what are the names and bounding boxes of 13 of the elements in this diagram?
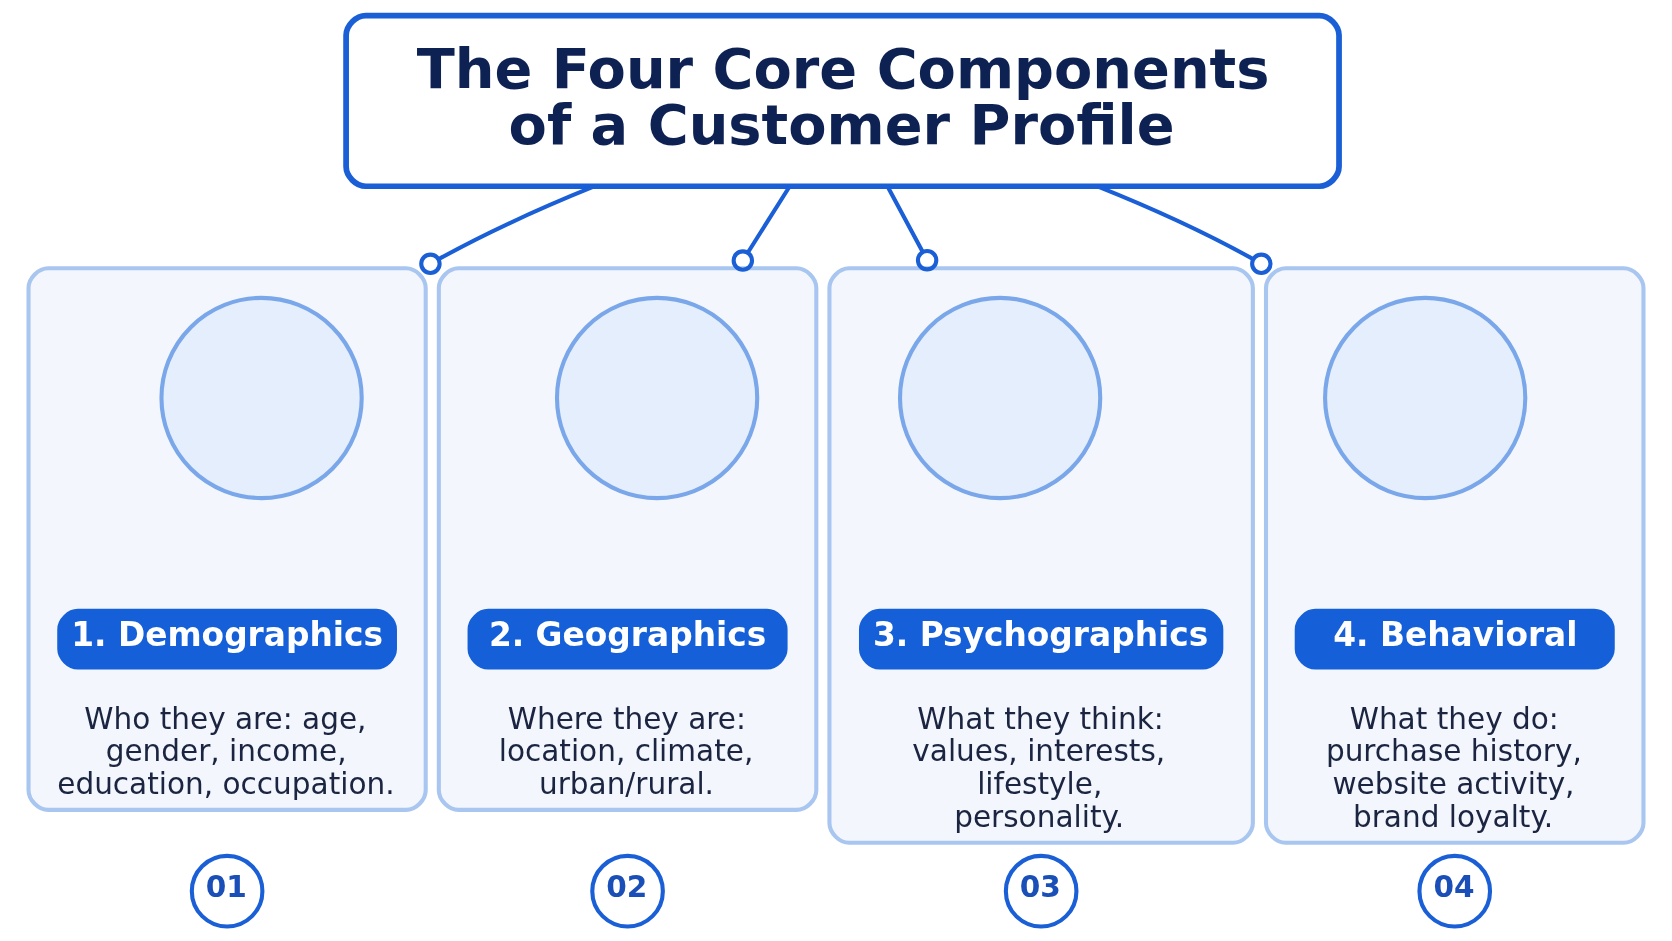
node-circle	[554, 295, 760, 500]
node-circle	[897, 295, 1103, 500]
node-box: 1. Demographics	[57, 608, 397, 670]
node-circle: 01	[189, 853, 265, 928]
node-circle: 04	[1417, 853, 1493, 928]
node-box: The Four Core Components of a Customer Profile	[343, 12, 1342, 189]
node-circle	[1323, 295, 1528, 500]
node-circle	[159, 295, 364, 500]
node-circle: 02	[590, 853, 665, 928]
node-box: 2. Geographics	[467, 608, 788, 670]
node-circle: 03	[1003, 853, 1079, 928]
node-box: 4. Behavioral	[1294, 608, 1615, 670]
node-box: 3. Psychographics	[858, 608, 1224, 670]
